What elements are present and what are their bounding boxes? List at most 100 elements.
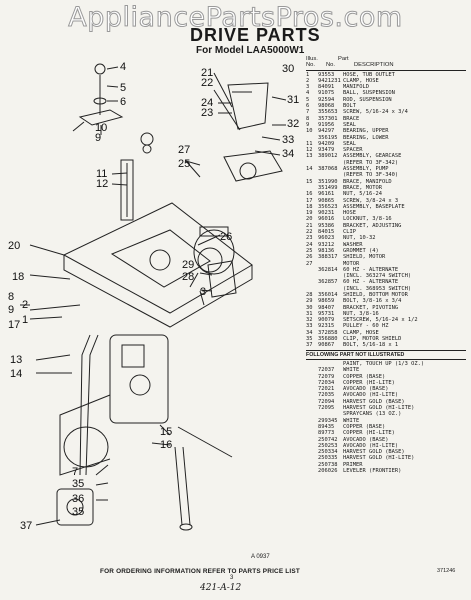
illus-no-cell: 1 <box>306 71 310 78</box>
callout-15: 15 <box>160 426 172 438</box>
description-cell: SPACER <box>343 147 363 154</box>
part-no-cell: 98136 <box>318 247 335 254</box>
description-cell: MANIFOLD <box>343 84 369 91</box>
handwritten-note: 421-A-12 <box>200 583 242 593</box>
callout-9: 9 <box>95 132 101 144</box>
description-cell: SCREW, 5/16-24 x 3/4 <box>343 109 408 116</box>
part-no-cell: 206026 <box>318 468 338 474</box>
illus-no-cell: 20 <box>306 216 313 223</box>
callout-13: 13 <box>10 354 22 366</box>
part-no-cell: 98407 <box>318 304 335 311</box>
callout-14: 14 <box>10 368 22 380</box>
part-no-cell: 72035 <box>318 392 335 399</box>
table-row: 206026 LEVELER (FRONTIER) <box>306 468 466 474</box>
part-no-cell: 90867 <box>318 342 335 349</box>
description-cell: HARVEST GOLD (BASE) <box>343 398 405 405</box>
part-no-cell: 250335 <box>318 455 338 462</box>
description-cell: LEVELER (FRONTIER) <box>343 468 402 474</box>
description-cell: MOTOR <box>343 260 360 267</box>
description-cell: PRIMER <box>343 461 363 468</box>
part-no-cell: 72021 <box>318 386 335 393</box>
illus-no-cell <box>306 468 318 474</box>
description-cell: ASSEMBLY, BASEPLATE <box>343 203 405 210</box>
part-no-cell: 299345 <box>318 417 338 424</box>
description-cell: COPPER (BASE) <box>343 373 386 380</box>
callout-6: 6 <box>120 96 126 108</box>
description-cell: BEARING, UPPER <box>343 128 389 135</box>
illus-no-cell: 3 <box>306 84 310 91</box>
callout-36: 36 <box>72 493 84 505</box>
part-no-cell: 362857 <box>318 279 338 286</box>
suspension-ball-part <box>94 63 106 75</box>
callout-18: 18 <box>12 271 24 283</box>
part-no-cell: 98659 <box>318 298 335 305</box>
callout-5: 5 <box>120 82 126 94</box>
part-no-cell: 72037 <box>318 367 335 374</box>
callout-9b: 9 <box>8 304 14 316</box>
drive-belt-part <box>79 334 91 476</box>
table-header: Illus.Part No.No.DESCRIPTION <box>306 56 466 69</box>
illus-no-cell: 32 <box>306 317 313 324</box>
illus-no-cell: 8 <box>306 115 310 122</box>
callout-35: 35 <box>72 478 84 490</box>
callout-1: 1 <box>22 314 28 326</box>
illus-no-cell: 21 <box>306 222 313 229</box>
description-cell: BRACE, MANIFOLD <box>343 178 392 185</box>
part-no-cell: 250253 <box>318 442 338 449</box>
table-row: (REFER TO 3F-340) <box>306 172 466 178</box>
description-cell: WHITE <box>343 417 360 424</box>
part-no-cell: 9421231 <box>318 77 341 84</box>
illus-no-cell: 11 <box>306 140 313 147</box>
callout-28: 28 <box>182 271 194 283</box>
callout-26: 26 <box>220 231 232 243</box>
description-cell: NUT, 10-32 <box>343 235 376 242</box>
hose-part <box>177 426 233 458</box>
illus-no-cell: 7 <box>306 109 310 116</box>
part-no-cell: 250738 <box>318 461 338 468</box>
callout-12: 12 <box>96 178 108 190</box>
header-part: Part <box>338 56 349 62</box>
description-cell: WHITE <box>343 367 360 374</box>
pivot-bracket-part <box>227 82 269 130</box>
center-shaft-part <box>120 159 134 221</box>
tub-outlet-hose-part <box>174 446 183 526</box>
table-row: 250738 PRIMER <box>306 462 466 468</box>
manifold-plate-part <box>78 109 124 126</box>
callout-10: 10 <box>95 122 107 134</box>
page-number: 3 <box>230 575 234 581</box>
illus-no-cell: 29 <box>306 298 313 305</box>
description-cell: HOSE, TUB OUTLET <box>343 71 395 78</box>
callout-16: 16 <box>160 439 172 451</box>
illus-no-cell: 4 <box>306 90 310 97</box>
illus-no-cell: 26 <box>306 254 313 261</box>
illus-no-cell: 13 <box>306 153 313 160</box>
callout-30: 30 <box>282 63 294 75</box>
description-cell: CLAMP, HOSE <box>343 329 379 336</box>
part-no-cell: 357301 <box>318 115 338 122</box>
callout-37: 37 <box>20 520 32 532</box>
illus-no-cell: 19 <box>306 210 313 217</box>
callout-31: 31 <box>287 94 299 106</box>
illus-no-cell: 24 <box>306 241 313 248</box>
page-title: DRIVE PARTS <box>190 25 321 45</box>
description-cell: HARVEST GOLD (HI-LITE) <box>343 455 415 462</box>
part-no-cell: 93553 <box>318 71 335 78</box>
